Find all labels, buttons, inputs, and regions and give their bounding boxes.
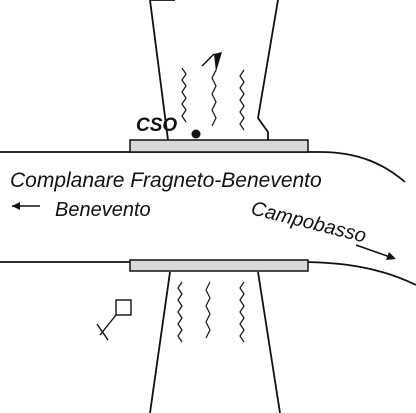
east-arrow-icon bbox=[355, 244, 391, 258]
station-symbol-icon bbox=[96, 299, 132, 341]
road-name-label: Complanare Fragneto-Benevento bbox=[10, 169, 322, 192]
lower-structure bbox=[149, 271, 281, 413]
flow-arrow-icon bbox=[201, 52, 222, 72]
west-direction: Benevento bbox=[12, 199, 151, 221]
west-direction-label: Benevento bbox=[55, 199, 151, 221]
lower-crack-lines bbox=[177, 281, 245, 343]
east-direction: Campobasso bbox=[249, 198, 396, 260]
lower-deck bbox=[129, 259, 309, 272]
upper-structure bbox=[149, 0, 279, 141]
upper-structure-left-wall bbox=[149, 0, 175, 141]
upper-deck bbox=[129, 139, 309, 153]
cso-point bbox=[191, 129, 201, 139]
lower-structure-right-wall bbox=[257, 271, 281, 413]
upper-structure-right-wall bbox=[257, 0, 279, 140]
road-top-edge bbox=[0, 151, 406, 183]
lower-structure-left-wall bbox=[149, 271, 171, 413]
east-direction-label: Campobasso bbox=[249, 198, 369, 248]
cso-label: CSO bbox=[136, 115, 177, 136]
upper-crack-lines bbox=[181, 67, 245, 131]
